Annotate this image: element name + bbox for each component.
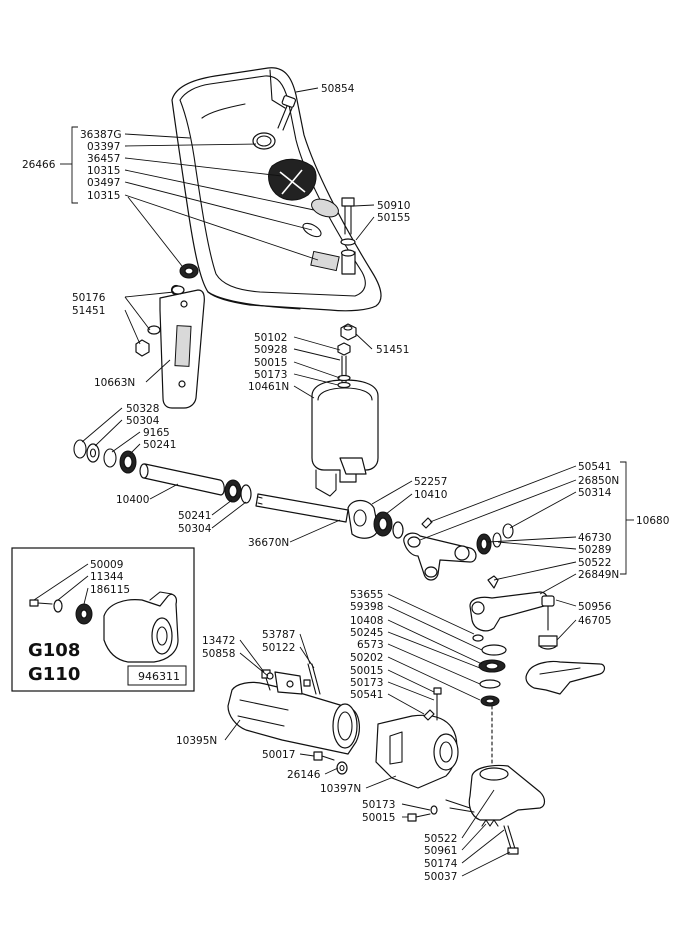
callout-03397: 03397 <box>87 141 120 153</box>
callout-50174: 50174 <box>424 858 458 870</box>
callout-50541-b: 50541 <box>350 689 383 701</box>
callout-50015-b: 50015 <box>350 665 383 677</box>
callout-59398: 59398 <box>350 601 383 613</box>
gear-housing-10397n <box>375 687 459 789</box>
callout-50304-b: 50304 <box>178 523 212 535</box>
inset-model-g108: G108 <box>28 640 80 661</box>
pivot-shaft-assembly <box>73 439 404 539</box>
callout-10397n: 10397N <box>320 783 361 795</box>
model-inset: 50009 11344 186115 G108 G110 946311 <box>11 547 195 692</box>
callout-10315-a: 10315 <box>87 165 120 177</box>
callout-26466: 26466 <box>22 159 56 171</box>
callout-26850n: 26850N <box>578 475 619 487</box>
callout-10315-b: 10315 <box>87 190 120 202</box>
callout-36457: 36457 <box>87 153 120 165</box>
callout-50017: 50017 <box>262 749 295 761</box>
callout-50854: 50854 <box>321 83 355 95</box>
callout-51451-a: 51451 <box>72 305 105 317</box>
callout-10395n: 10395N <box>176 735 217 747</box>
callout-6573: 6573 <box>357 639 384 651</box>
cutter-blade <box>525 660 606 695</box>
inset-ref-code: 946311 <box>138 670 180 683</box>
callout-50245: 50245 <box>350 627 383 639</box>
callout-50910: 50910 <box>377 200 410 212</box>
callout-50015-c: 50015 <box>362 812 395 824</box>
callout-50928: 50928 <box>254 344 287 356</box>
callout-26146: 26146 <box>287 769 321 781</box>
callout-50173-b: 50173 <box>350 677 383 689</box>
callout-26849n: 26849N <box>578 569 619 581</box>
callout-03497: 03497 <box>87 177 120 189</box>
callout-36670n: 36670N <box>248 537 289 549</box>
callout-50956: 50956 <box>578 601 612 613</box>
callout-50015-a: 50015 <box>254 357 287 369</box>
leader-lines <box>60 87 634 877</box>
callout-53787: 53787 <box>262 629 295 641</box>
callout-10663n: 10663N <box>94 377 135 389</box>
lever-assembly-10680 <box>403 517 514 581</box>
callout-50858: 50858 <box>202 648 235 660</box>
callout-50173-a: 50173 <box>254 369 287 381</box>
lower-bracket <box>407 764 546 855</box>
callout-50522-a: 50522 <box>578 557 611 569</box>
callout-50304-a: 50304 <box>126 415 160 427</box>
callout-52257: 52257 <box>414 476 447 488</box>
callout-10400: 10400 <box>116 494 149 506</box>
callout-10680: 10680 <box>636 515 669 527</box>
callout-9165: 9165 <box>143 427 170 439</box>
callout-50241-b: 50241 <box>178 510 211 522</box>
callout-50173-c: 50173 <box>362 799 395 811</box>
callout-50176: 50176 <box>72 292 106 304</box>
callout-50314: 50314 <box>578 487 612 499</box>
washer-stack <box>478 644 507 771</box>
callout-50961: 50961 <box>424 845 457 857</box>
callout-50289: 50289 <box>578 544 611 556</box>
callout-50037: 50037 <box>424 871 457 883</box>
callout-13472: 13472 <box>202 635 235 647</box>
callout-36387g: 36387G <box>80 129 122 141</box>
bushing-10315 <box>179 263 199 279</box>
callout-50328: 50328 <box>126 403 159 415</box>
callout-labels: 50854 36387G 03397 36457 10315 03497 103… <box>22 83 669 883</box>
inset-callout-11344: 11344 <box>90 571 124 583</box>
callout-50202: 50202 <box>350 652 383 664</box>
motor-housing-10395n <box>227 663 360 775</box>
callout-10410: 10410 <box>414 489 447 501</box>
callout-50122: 50122 <box>262 642 295 654</box>
callout-46730: 46730 <box>578 532 611 544</box>
callout-51451-b: 51451 <box>376 344 409 356</box>
arm-26849n <box>469 575 558 650</box>
callout-50241-a: 50241 <box>143 439 176 451</box>
callout-50522-b: 50522 <box>424 833 457 845</box>
callout-50541-a: 50541 <box>578 461 611 473</box>
clamp-10461n <box>311 342 379 497</box>
callout-50155: 50155 <box>377 212 410 224</box>
inset-callout-50009: 50009 <box>90 559 123 571</box>
callout-10461n: 10461N <box>248 381 289 393</box>
inset-callout-186115: 186115 <box>90 584 130 596</box>
callout-50102: 50102 <box>254 332 287 344</box>
callout-10408: 10408 <box>350 615 383 627</box>
bracket-10663n <box>135 284 205 409</box>
inset-model-g110: G110 <box>28 664 80 685</box>
top-cover-assembly <box>171 67 382 341</box>
callout-46705: 46705 <box>578 615 611 627</box>
callout-53655: 53655 <box>350 589 383 601</box>
